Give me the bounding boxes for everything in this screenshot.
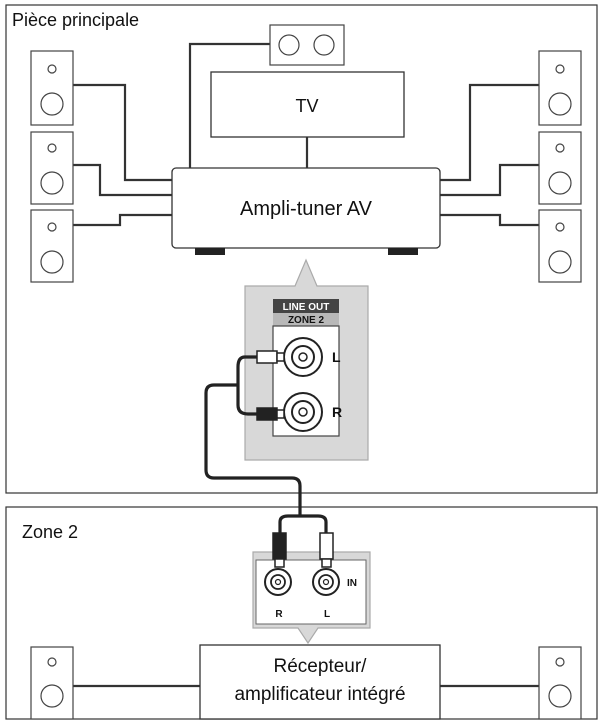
wire-right-speaker-3 (440, 213, 540, 227)
zone2-input-in-label: IN (347, 578, 357, 589)
zone2-input-panel: IN R L (252, 551, 371, 645)
wire-right-speaker-1 (440, 83, 540, 182)
rca-plug-red-zone2 (272, 532, 287, 568)
av-receiver-foot-right (388, 248, 418, 255)
left-speaker-back (30, 209, 74, 283)
tv-box (210, 71, 405, 138)
right-speaker-back (538, 209, 582, 283)
rca-plug-white-line-out (256, 350, 285, 364)
rca-plug-white-zone2 (319, 532, 334, 568)
right-speaker-side (538, 131, 582, 205)
line-out-jack-left-label: L (332, 349, 341, 365)
zone2-input-jack-right-label: R (275, 609, 283, 620)
line-out-header: LINE OUT (283, 302, 330, 313)
right-speaker-front (538, 50, 582, 126)
av-receiver-box (171, 167, 441, 249)
zone2-input-jack-left-label: L (324, 609, 330, 620)
rca-cable-split (278, 514, 328, 533)
left-speaker-side (30, 131, 74, 205)
zone2-right-speaker (538, 646, 582, 720)
rca-plug-red-line-out (256, 407, 285, 421)
zone2-label: Zone 2 (22, 522, 78, 542)
rca-cable-main (204, 383, 302, 516)
wire-center-speaker (188, 42, 270, 168)
zone2-left-speaker (30, 646, 74, 720)
main-room-label: Pièce principale (12, 10, 139, 30)
tv-label: TV (295, 96, 318, 116)
av-receiver-foot-left (195, 248, 225, 255)
left-speaker-front (30, 50, 74, 126)
center-speaker (269, 24, 345, 66)
wire-left-speaker-2 (72, 163, 172, 197)
zone2-amp-label-line2: amplificateur intégré (234, 684, 405, 705)
zone2-output-label: ZONE 2 (288, 315, 325, 326)
line-out-jack-right-label: R (332, 404, 342, 420)
av-receiver-label: Ampli-tuner AV (240, 198, 373, 220)
zone2-amp-box (199, 644, 441, 720)
wire-right-speaker-2 (440, 163, 540, 197)
wire-left-speaker-1 (72, 83, 172, 182)
zone2-amp-label-line1: Récepteur/ (274, 656, 368, 677)
wire-left-speaker-3 (72, 213, 172, 227)
